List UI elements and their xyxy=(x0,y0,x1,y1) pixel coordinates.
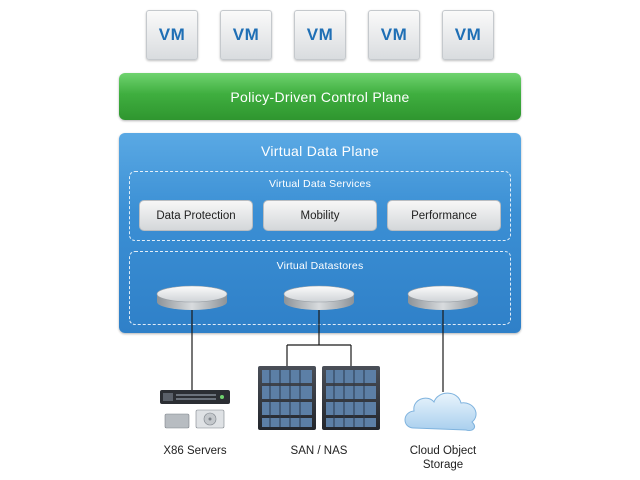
vm-label: VM xyxy=(232,25,260,44)
control-plane-label: Policy-Driven Control Plane xyxy=(230,88,410,105)
vm-label: VM xyxy=(158,25,186,44)
x86-servers-label: X86 Servers xyxy=(163,445,227,457)
service-data-protection: Data Protection xyxy=(139,200,253,231)
datastores-group: Virtual Datastores xyxy=(129,251,511,325)
san-nas-label: SAN / NAS xyxy=(290,445,348,457)
service-label: Mobility xyxy=(300,209,340,222)
vm-box-1: VM xyxy=(146,10,198,60)
service-mobility: Mobility xyxy=(263,200,377,231)
datastore-disk-icon xyxy=(407,285,479,310)
cloud-icon xyxy=(404,392,477,431)
datastore-disk-icon xyxy=(283,285,355,310)
vm-box-4: VM xyxy=(368,10,420,60)
cloud-storage-label-line1: Cloud Object xyxy=(409,445,477,457)
datastores-title: Virtual Datastores xyxy=(276,260,364,272)
vm-box-3: VM xyxy=(294,10,346,60)
hard-drive-icon xyxy=(164,409,225,429)
storage-rack-icon xyxy=(258,366,316,430)
data-services-group: Virtual Data Services xyxy=(129,171,511,241)
vm-label: VM xyxy=(454,25,482,44)
storage-rack-icon xyxy=(322,366,380,430)
vm-box-2: VM xyxy=(220,10,272,60)
service-label: Performance xyxy=(411,209,477,222)
service-label: Data Protection xyxy=(156,209,236,222)
control-plane: Policy-Driven Control Plane xyxy=(119,73,521,120)
data-plane-title: Virtual Data Plane xyxy=(261,143,379,159)
server-icon xyxy=(160,390,230,404)
vm-box-5: VM xyxy=(442,10,494,60)
vm-label: VM xyxy=(306,25,334,44)
service-performance: Performance xyxy=(387,200,501,231)
data-services-title: Virtual Data Services xyxy=(268,178,372,190)
vm-label: VM xyxy=(380,25,408,44)
cloud-storage-label-line2: Storage xyxy=(422,459,464,471)
datastore-disk-icon xyxy=(156,285,228,310)
